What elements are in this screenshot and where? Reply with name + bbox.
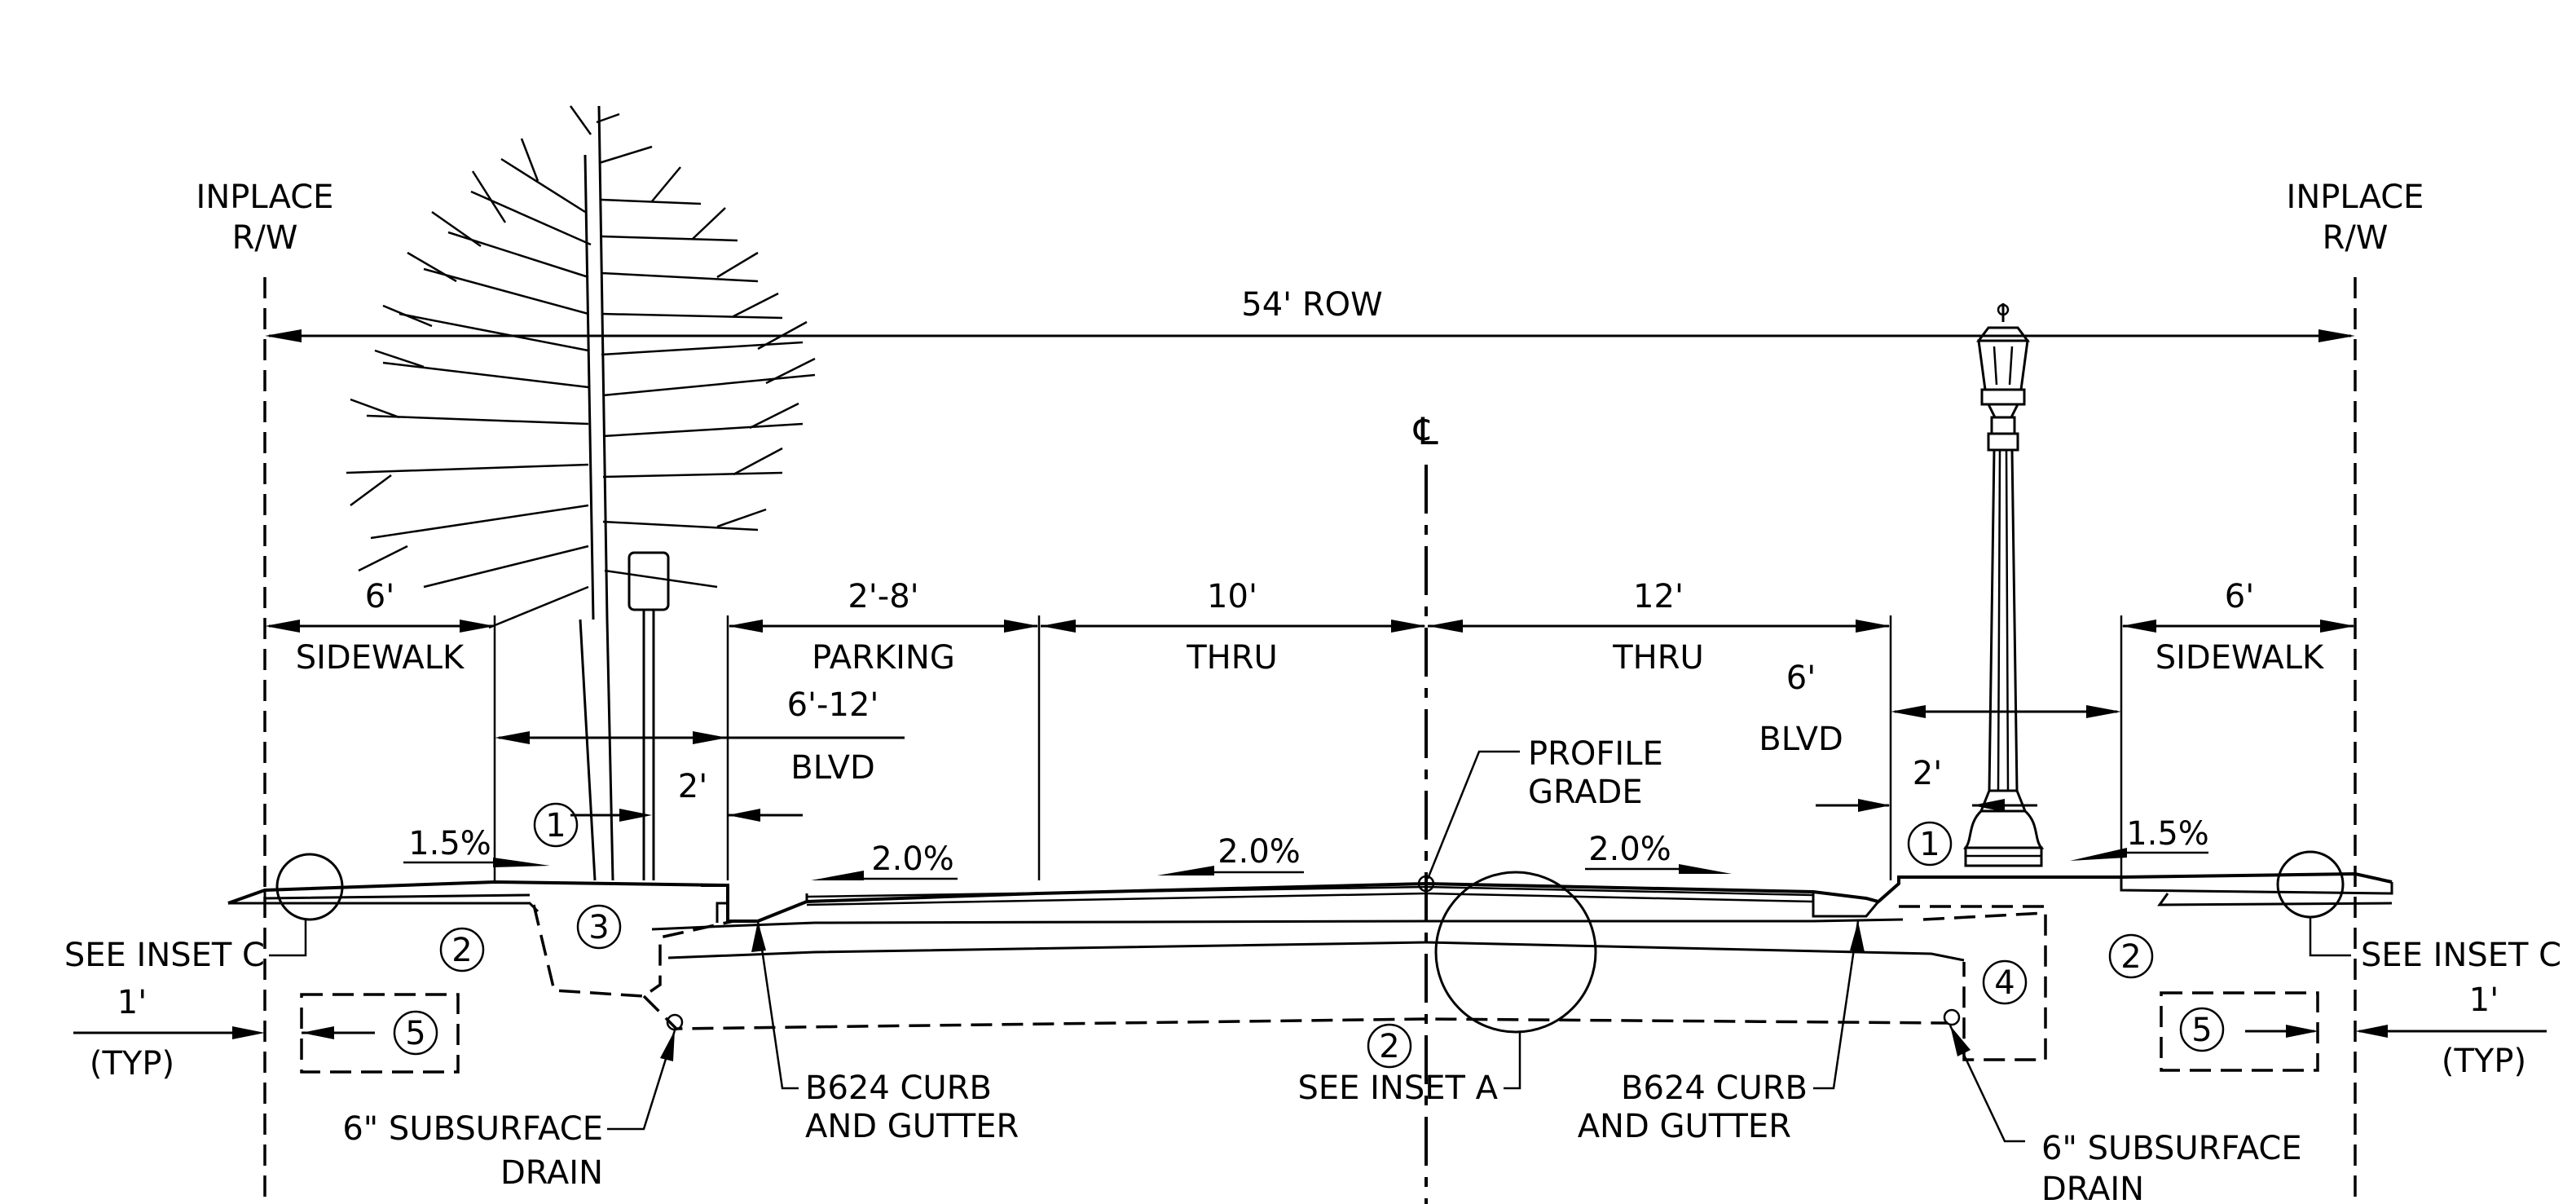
see-inset-c-right: SEE INSET C — [2361, 937, 2561, 974]
curb-left-line1: B624 CURB — [805, 1069, 992, 1107]
tree-icon — [346, 105, 816, 881]
drain-right-line2: DRAIN — [2041, 1171, 2144, 1204]
callout-2-left: 2 — [451, 932, 472, 969]
blvd-right-label: BLVD — [1759, 721, 1843, 758]
slope-markers — [403, 848, 2208, 880]
callout-2-right: 2 — [2120, 938, 2141, 976]
curb-right-line2: AND GUTTER — [1578, 1108, 1791, 1145]
drain-left-line1: 6" SUBSURFACE — [342, 1110, 603, 1148]
callout-2-center: 2 — [1379, 1028, 1399, 1065]
profile-grade-line2: GRADE — [1528, 774, 1643, 811]
callout-bubbles — [393, 802, 2225, 1069]
sidewalk-left-label: SIDEWALK — [296, 639, 465, 677]
sidewalk-right-label: SIDEWALK — [2155, 639, 2325, 677]
row-dimension-line — [265, 329, 2355, 342]
inset-c-circle-right — [2276, 850, 2345, 919]
callout-4: 4 — [1994, 964, 2015, 1002]
dim-thru-right: 12' — [1633, 578, 1684, 615]
inplace-rw-left-line2: R/W — [232, 219, 298, 257]
parking-label: PARKING — [812, 639, 955, 677]
dim-parking: 2'-8' — [848, 578, 918, 615]
see-inset-a: SEE INSET A — [1297, 1069, 1498, 1107]
drain-left-line2: DRAIN — [500, 1154, 603, 1192]
slope-sidewalk-right: 1.5% — [2126, 815, 2209, 853]
callout-1-right: 1 — [1919, 826, 1940, 863]
callout-5-left: 5 — [405, 1015, 425, 1052]
dim-sidewalk-left: 6' — [365, 578, 394, 615]
dim-2ft-right: 2' — [1913, 755, 1942, 792]
slope-thru-right: 2.0% — [1588, 831, 1671, 868]
callout-3: 3 — [588, 909, 609, 946]
right-of-way-lines — [263, 277, 2357, 1204]
typ-dim-left: 1' — [117, 984, 147, 1021]
inset-c-circle-left — [275, 853, 344, 921]
row-width-label: 54' ROW — [1241, 286, 1382, 324]
typ-dimension-right — [2160, 991, 2547, 1072]
slope-thru-left: 2.0% — [1218, 833, 1301, 871]
sign-post-icon — [627, 551, 670, 880]
see-inset-c-left: SEE INSET C — [64, 937, 265, 974]
inplace-rw-right-line1: INPLACE — [2287, 179, 2424, 216]
typ-dim-right: 1' — [2469, 981, 2499, 1019]
street-light-icon — [1962, 303, 2045, 867]
dimension-chain-top — [265, 615, 2355, 880]
callout-1-left: 1 — [545, 807, 566, 845]
typ-dimension-left — [73, 993, 460, 1074]
pavement-section — [227, 871, 2393, 1061]
drain-right-line1: 6" SUBSURFACE — [2041, 1130, 2302, 1167]
callout-5-right: 5 — [2191, 1012, 2212, 1049]
dim-blvd-left: 6'-12' — [787, 686, 879, 724]
curb-left-line2: AND GUTTER — [805, 1108, 1019, 1145]
typ-right: (TYP) — [2442, 1043, 2526, 1080]
inplace-rw-right-line2: R/W — [2323, 219, 2389, 257]
profile-grade-line1: PROFILE — [1528, 735, 1663, 773]
inset-c-leader-right — [2309, 917, 2351, 957]
blvd-left-label: BLVD — [790, 749, 875, 787]
dim-2ft-left: 2' — [678, 768, 707, 805]
slope-parking: 2.0% — [871, 840, 954, 878]
dim-sidewalk-right: 6' — [2225, 578, 2254, 615]
inset-a-circle — [1434, 871, 1597, 1034]
curb-right-line1: B624 CURB — [1621, 1069, 1808, 1107]
centerline-symbol: ℄ — [1413, 409, 1438, 453]
dim-thru-left: 10' — [1207, 578, 1257, 615]
slope-sidewalk-left: 1.5% — [408, 825, 491, 862]
dim-blvd-right: 6' — [1786, 659, 1816, 697]
typ-left: (TYP) — [90, 1045, 174, 1083]
bottom-leaders — [607, 920, 2025, 1143]
thru-left-label: THRU — [1186, 639, 1278, 677]
inplace-rw-left-line1: INPLACE — [196, 179, 334, 216]
thru-right-label: THRU — [1612, 639, 1704, 677]
inset-c-leader-left — [269, 920, 307, 957]
profile-grade-leader — [1426, 750, 1520, 880]
